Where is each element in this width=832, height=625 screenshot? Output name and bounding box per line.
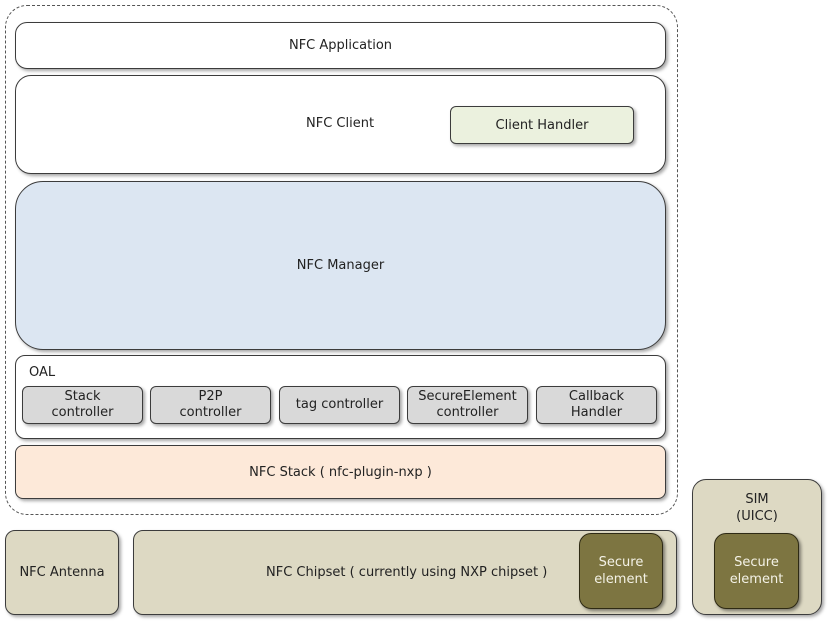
software-boundary: [5, 5, 678, 515]
nfc-application-label: NFC Application: [288, 38, 393, 53]
nfc-manager-label: NFC Manager: [296, 258, 385, 273]
oal-label: OAL: [29, 365, 56, 380]
stack-controller-box[interactable]: Stack controller: [22, 386, 143, 424]
secureelement-controller-box[interactable]: SecureElement controller: [407, 386, 528, 424]
sim-label: SIM (UICC): [736, 492, 778, 524]
nfc-stack-label: NFC Stack ( nfc-plugin-nxp ): [249, 464, 432, 480]
client-handler-label: Client Handler: [495, 117, 589, 133]
nfc-antenna-label: NFC Antenna: [19, 565, 105, 580]
tag-controller-box[interactable]: tag controller: [279, 386, 400, 424]
nfc-manager-box[interactable]: NFC Manager: [15, 181, 666, 350]
p2p-controller-box[interactable]: P2P controller: [150, 386, 271, 424]
nfc-client-box[interactable]: NFC Client Client Handler: [15, 75, 666, 174]
callback-handler-box[interactable]: Callback Handler: [536, 386, 657, 424]
sim-secure-element-box[interactable]: Secure element: [714, 533, 799, 609]
nfc-application-box[interactable]: NFC Application: [15, 22, 666, 69]
nfc-client-label: NFC Client: [306, 116, 375, 131]
chipset-secure-element-box[interactable]: Secure element: [579, 533, 663, 609]
client-handler-box[interactable]: Client Handler: [450, 106, 634, 144]
nfc-chipset-label: NFC Chipset ( currently using NXP chipse…: [266, 565, 548, 580]
nfc-antenna-box[interactable]: NFC Antenna: [5, 530, 119, 615]
nfc-stack-box[interactable]: NFC Stack ( nfc-plugin-nxp ): [15, 445, 666, 499]
